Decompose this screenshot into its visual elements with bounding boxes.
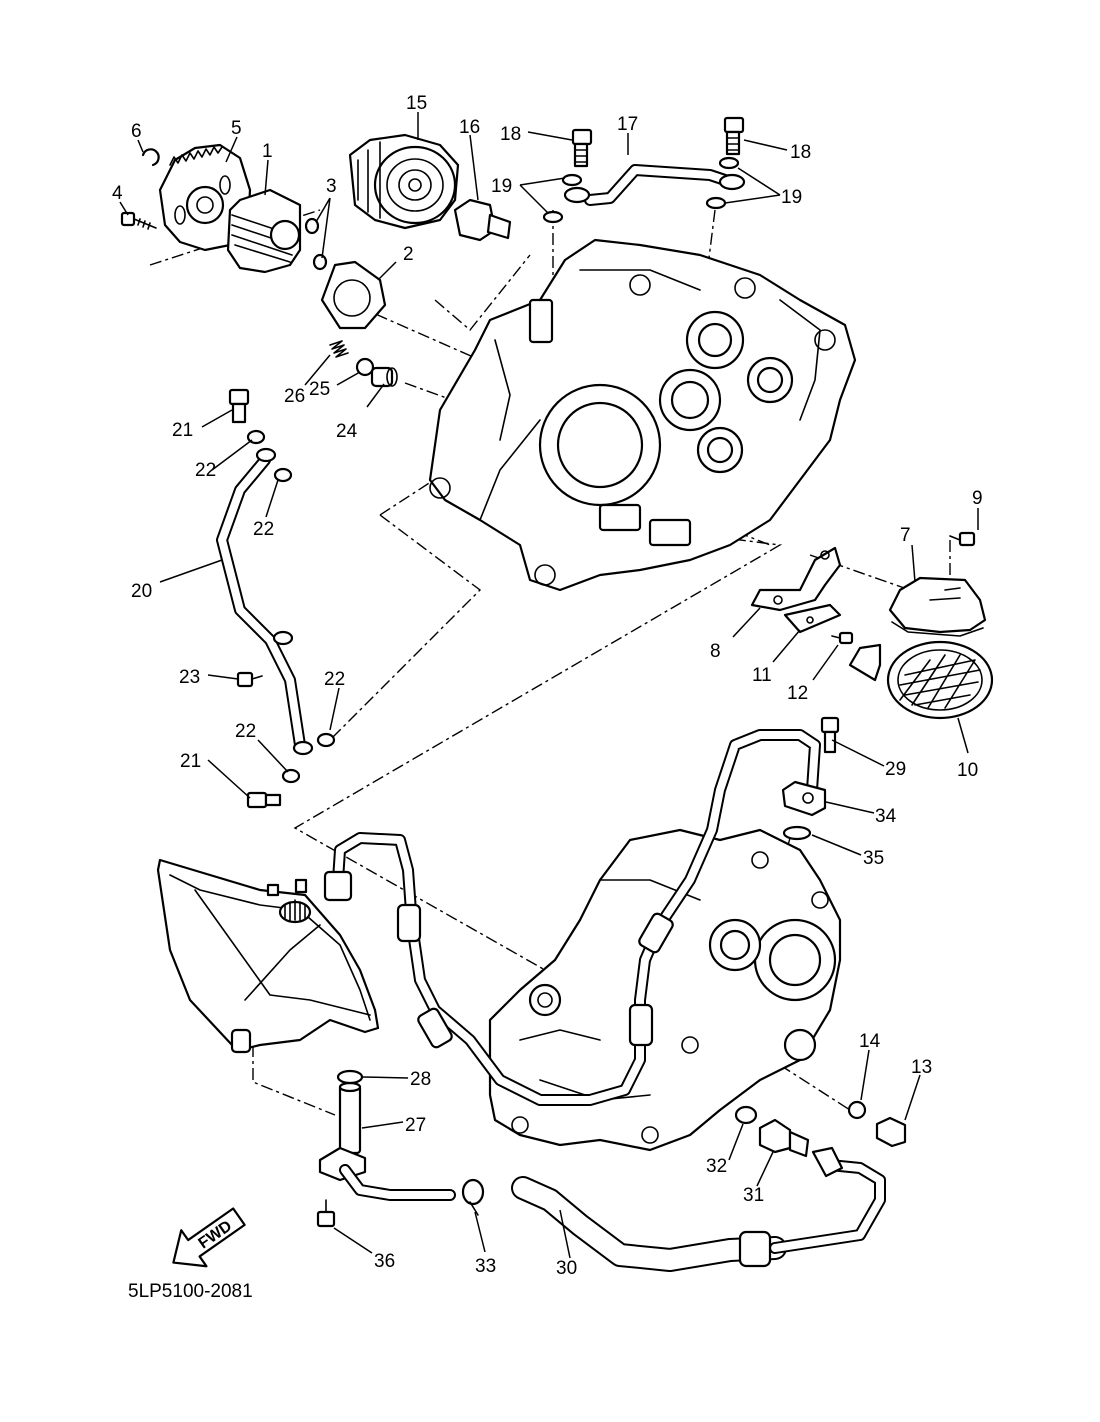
- oil-strainer: [848, 640, 994, 720]
- o-ring: [782, 825, 812, 841]
- diagram-code: 5LP5100-2081: [128, 1281, 253, 1302]
- washer: [316, 732, 336, 748]
- washer-14: [847, 1100, 867, 1120]
- bolt-4: [120, 211, 157, 230]
- o-ring: [336, 1069, 364, 1085]
- callout-14: 14: [859, 1031, 881, 1052]
- callout-22c: 22: [324, 669, 345, 690]
- callout-21a: 21: [172, 420, 193, 441]
- bolt-21-bottom: [246, 791, 282, 809]
- washer: [718, 156, 740, 170]
- o-ring: [304, 217, 320, 235]
- plug: [370, 366, 398, 388]
- callout-18b: 18: [790, 142, 811, 163]
- bracket-8: [750, 546, 842, 612]
- bolt-29: [820, 716, 840, 754]
- callout-13: 13: [911, 1057, 932, 1078]
- bolt-13: [875, 1116, 907, 1148]
- oil-pump-gear: [158, 143, 252, 252]
- fwd-arrow-icon: FWD: [172, 1207, 246, 1268]
- callout-32: 32: [706, 1156, 727, 1177]
- callout-22d: 22: [235, 721, 256, 742]
- callout-25: 25: [309, 379, 330, 400]
- oil-pipe-20: [216, 447, 314, 756]
- callout-4: 4: [112, 183, 123, 204]
- callout-2: 2: [403, 244, 414, 265]
- oil-filter: [348, 133, 460, 230]
- callout-6: 6: [131, 121, 142, 142]
- o-ring: [312, 253, 328, 271]
- union-bolt-31: [758, 1118, 810, 1158]
- washer: [561, 173, 583, 187]
- callout-21b: 21: [180, 751, 201, 772]
- callout-22a: 22: [195, 460, 216, 481]
- hose-clamp: [461, 1178, 485, 1216]
- callout-8: 8: [710, 641, 721, 662]
- callout-30: 30: [556, 1258, 577, 1279]
- callout-17: 17: [617, 114, 638, 135]
- oil-tank: [156, 858, 380, 1054]
- bolt-36: [316, 1199, 336, 1228]
- callout-3: 3: [326, 176, 337, 197]
- callout-24: 24: [336, 421, 358, 442]
- oil-pump: [226, 188, 302, 274]
- plate-11: [783, 603, 842, 634]
- gasket-32: [734, 1105, 758, 1125]
- oil-pipe-27: [318, 1081, 456, 1201]
- spring: [329, 340, 349, 358]
- strainer-cover: [888, 576, 987, 637]
- callout-22b: 22: [253, 519, 274, 540]
- ball: [355, 357, 375, 377]
- callout-31: 31: [743, 1185, 764, 1206]
- circlip: [141, 148, 160, 167]
- bolt-9: [949, 531, 976, 547]
- bolt-23: [236, 671, 263, 688]
- upper-crankcase: [428, 238, 857, 592]
- gasket: [320, 260, 387, 330]
- oil-pipe-17: [563, 164, 746, 206]
- callout-1: 1: [262, 141, 273, 162]
- bolt-18-left: [571, 128, 593, 168]
- callout-35: 35: [863, 848, 884, 869]
- washer: [273, 467, 293, 483]
- callout-15: 15: [406, 93, 427, 114]
- callout-36: 36: [374, 1251, 395, 1272]
- callout-34: 34: [875, 806, 897, 827]
- callout-20: 20: [131, 581, 152, 602]
- washer: [542, 210, 564, 224]
- callout-29: 29: [885, 759, 906, 780]
- oil-hose-assembly: [323, 729, 821, 1106]
- callout-19a: 19: [491, 176, 512, 197]
- leader-lines: [119, 112, 979, 1259]
- return-hose-30: [511, 1146, 886, 1272]
- lower-crankcase: [488, 828, 842, 1152]
- callout-33: 33: [475, 1256, 496, 1277]
- callout-11: 11: [752, 665, 772, 686]
- washer: [705, 196, 727, 210]
- bolt-21-top: [228, 388, 250, 424]
- callout-7: 7: [900, 525, 911, 546]
- callout-10: 10: [957, 760, 978, 781]
- union-bolt: [453, 198, 512, 242]
- callout-18a: 18: [500, 124, 521, 145]
- callout-5: 5: [231, 118, 242, 139]
- callout-16: 16: [459, 117, 480, 138]
- union-34: [781, 780, 827, 817]
- washer: [281, 768, 301, 784]
- callout-19b: 19: [781, 187, 802, 208]
- callout-28: 28: [410, 1069, 431, 1090]
- bolt-12: [831, 631, 854, 645]
- callout-labels: 1 2 3 4 5 6 7 8 9 10 11 12 13 14 15 16 1…: [112, 93, 983, 1279]
- callout-23: 23: [179, 667, 200, 688]
- callout-12: 12: [787, 683, 808, 704]
- callout-26: 26: [284, 386, 305, 407]
- callout-27: 27: [405, 1115, 426, 1136]
- callout-9: 9: [972, 488, 983, 509]
- bolt-18-right: [723, 116, 745, 156]
